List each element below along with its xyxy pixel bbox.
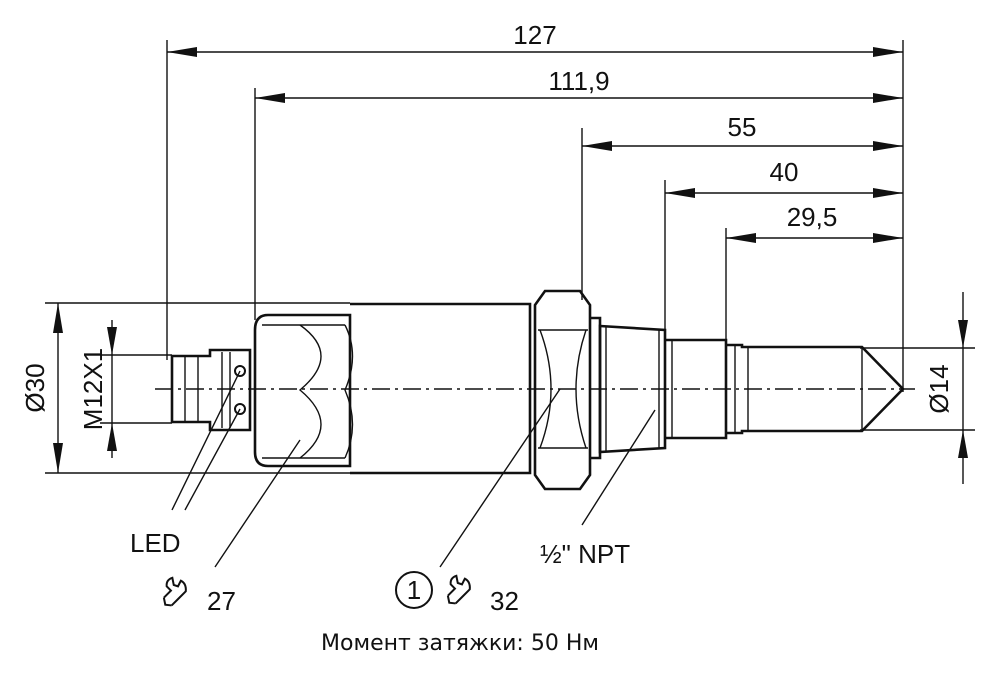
wrench-size-32: 32 [490, 586, 519, 616]
wrench-icon [162, 576, 187, 607]
hex-32 [533, 289, 592, 491]
callout-number: 1 [407, 575, 421, 605]
thread-type-label: ½" NPT [540, 539, 630, 569]
dim-29-5: 29,5 [787, 202, 838, 232]
coupling-nut [253, 313, 352, 468]
dimension-line-127: 127 [167, 20, 903, 57]
sensor-body [170, 289, 905, 491]
dimension-diameter-30: Ø30 [20, 302, 350, 474]
led-indicator-bottom [234, 403, 246, 415]
wrench-icon [446, 574, 471, 605]
wrench-size-27: 27 [207, 586, 236, 616]
dimension-line-55: 55 [582, 112, 903, 151]
dim-55: 55 [728, 112, 757, 142]
dimension-line-29-5: 29,5 [726, 202, 903, 243]
m12-connector [170, 348, 252, 432]
callout-circle [395, 571, 433, 609]
dim-diameter-30: Ø30 [20, 363, 50, 412]
dim-111-9: 111,9 [548, 66, 609, 96]
dim-m12x1: M12X1 [78, 348, 108, 430]
dimension-line-40: 40 [665, 157, 903, 198]
led-indicator-top [234, 365, 246, 377]
torque-caption: Момент затяжки: 50 Нм [321, 631, 599, 656]
led-label: LED [130, 528, 181, 558]
dimension-line-111-9: 111,9 [255, 66, 903, 103]
dimension-diameter-14: Ø14 [860, 292, 975, 484]
npt-thread [598, 324, 667, 454]
dim-diameter-14: Ø14 [924, 364, 954, 413]
dim-40: 40 [770, 157, 799, 187]
dim-127: 127 [513, 20, 556, 50]
leader-lines [171, 370, 656, 568]
dimension-m12x1: M12X1 [78, 320, 172, 458]
